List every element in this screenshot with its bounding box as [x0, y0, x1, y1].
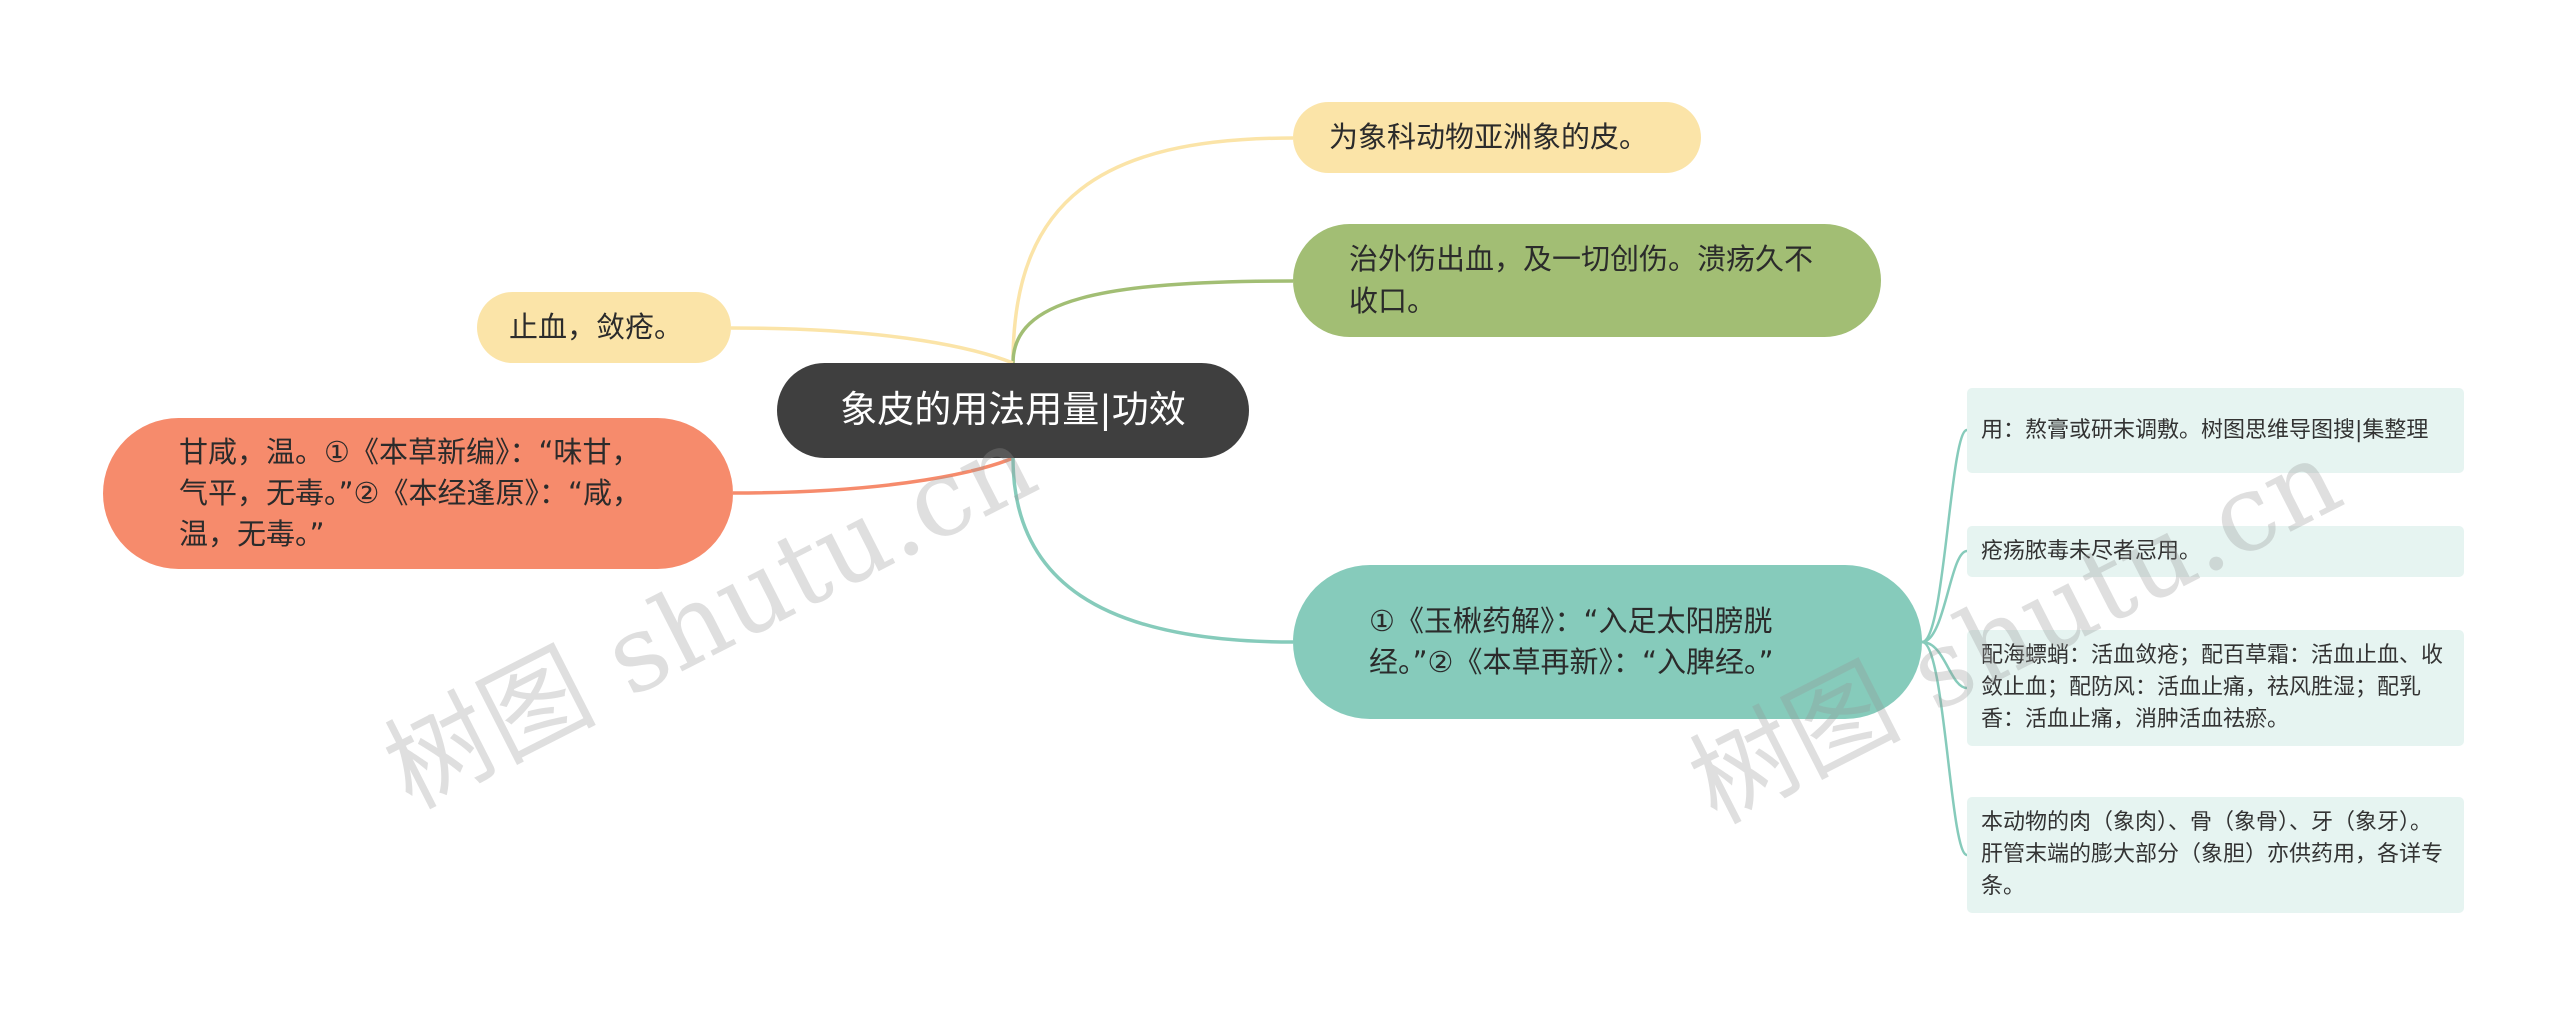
- connector-meridian: [1011, 457, 1294, 644]
- branch-node-skin-label: 为象科动物亚洲象的皮。: [1329, 119, 1649, 154]
- leaf-node-combine-label: 配海螵蛸：活血敛疮；配百草霜：活血止血、收敛止血；配防风：活血止痛，祛风胜湿；配…: [1981, 643, 2444, 732]
- branch-node-stop[interactable]: 止血，敛疮。: [477, 292, 731, 363]
- connector-leaf-related: [1921, 640, 1969, 857]
- center-node-label: 象皮的用法用量|功效: [840, 388, 1186, 432]
- branch-node-skin[interactable]: 为象科动物亚洲象的皮。: [1293, 102, 1701, 173]
- connector-taste: [732, 456, 1014, 495]
- leaf-node-related-label: 本动物的肉（象肉）、骨（象骨）、牙（象牙）。肝管末端的膨大部分（象胆）亦供药用，…: [1981, 810, 2444, 899]
- connector-leaf-combine: [1921, 640, 1968, 690]
- branch-node-stop-label: 止血，敛疮。: [509, 309, 684, 344]
- leaf-node-taboo[interactable]: 疮疡脓毒未尽者忌用。: [1967, 526, 2464, 577]
- branch-node-treat-label: 治外伤出血，及一切创伤。溃疡久不收口。: [1349, 242, 1814, 318]
- center-node[interactable]: 象皮的用法用量|功效: [777, 363, 1249, 458]
- leaf-node-taboo-label: 疮疡脓毒未尽者忌用。: [1981, 538, 2202, 564]
- branch-node-treat[interactable]: 治外伤出血，及一切创伤。溃疡久不收口。: [1293, 224, 1881, 337]
- leaf-node-related[interactable]: 本动物的肉（象肉）、骨（象骨）、牙（象牙）。肝管末端的膨大部分（象胆）亦供药用，…: [1967, 797, 2464, 913]
- connector-leaf-use: [1921, 428, 1969, 644]
- branch-node-meridian[interactable]: ①《玉楸药解》：“入足太阳膀胱经。”②《本草再新》：“入脾经。”: [1293, 565, 1922, 719]
- connector-treat: [1011, 279, 1294, 364]
- leaf-node-use-label: 用：熬膏或研末调敷。树图思维导图搜|集整理: [1981, 417, 2429, 443]
- connector-leaf-taboo: [1921, 549, 1968, 644]
- branch-node-taste[interactable]: 甘咸，温。①《本草新编》：“味甘，气平，无毒。”②《本经逢原》：“咸，温，无毒。…: [103, 418, 733, 569]
- branch-node-taste-label: 甘咸，温。①《本草新编》：“味甘，气平，无毒。”②《本经逢原》：“咸，温，无毒。…: [179, 434, 642, 552]
- leaf-node-combine[interactable]: 配海螵蛸：活血敛疮；配百草霜：活血止血、收敛止血；配防风：活血止痛，祛风胜湿；配…: [1967, 630, 2464, 746]
- connector-stop: [730, 326, 1014, 365]
- leaf-node-use[interactable]: 用：熬膏或研末调敷。树图思维导图搜|集整理: [1967, 388, 2464, 473]
- branch-node-meridian-label: ①《玉楸药解》：“入足太阳膀胱经。”②《本草再新》：“入脾经。”: [1369, 603, 1774, 679]
- connector-skin: [1011, 136, 1294, 364]
